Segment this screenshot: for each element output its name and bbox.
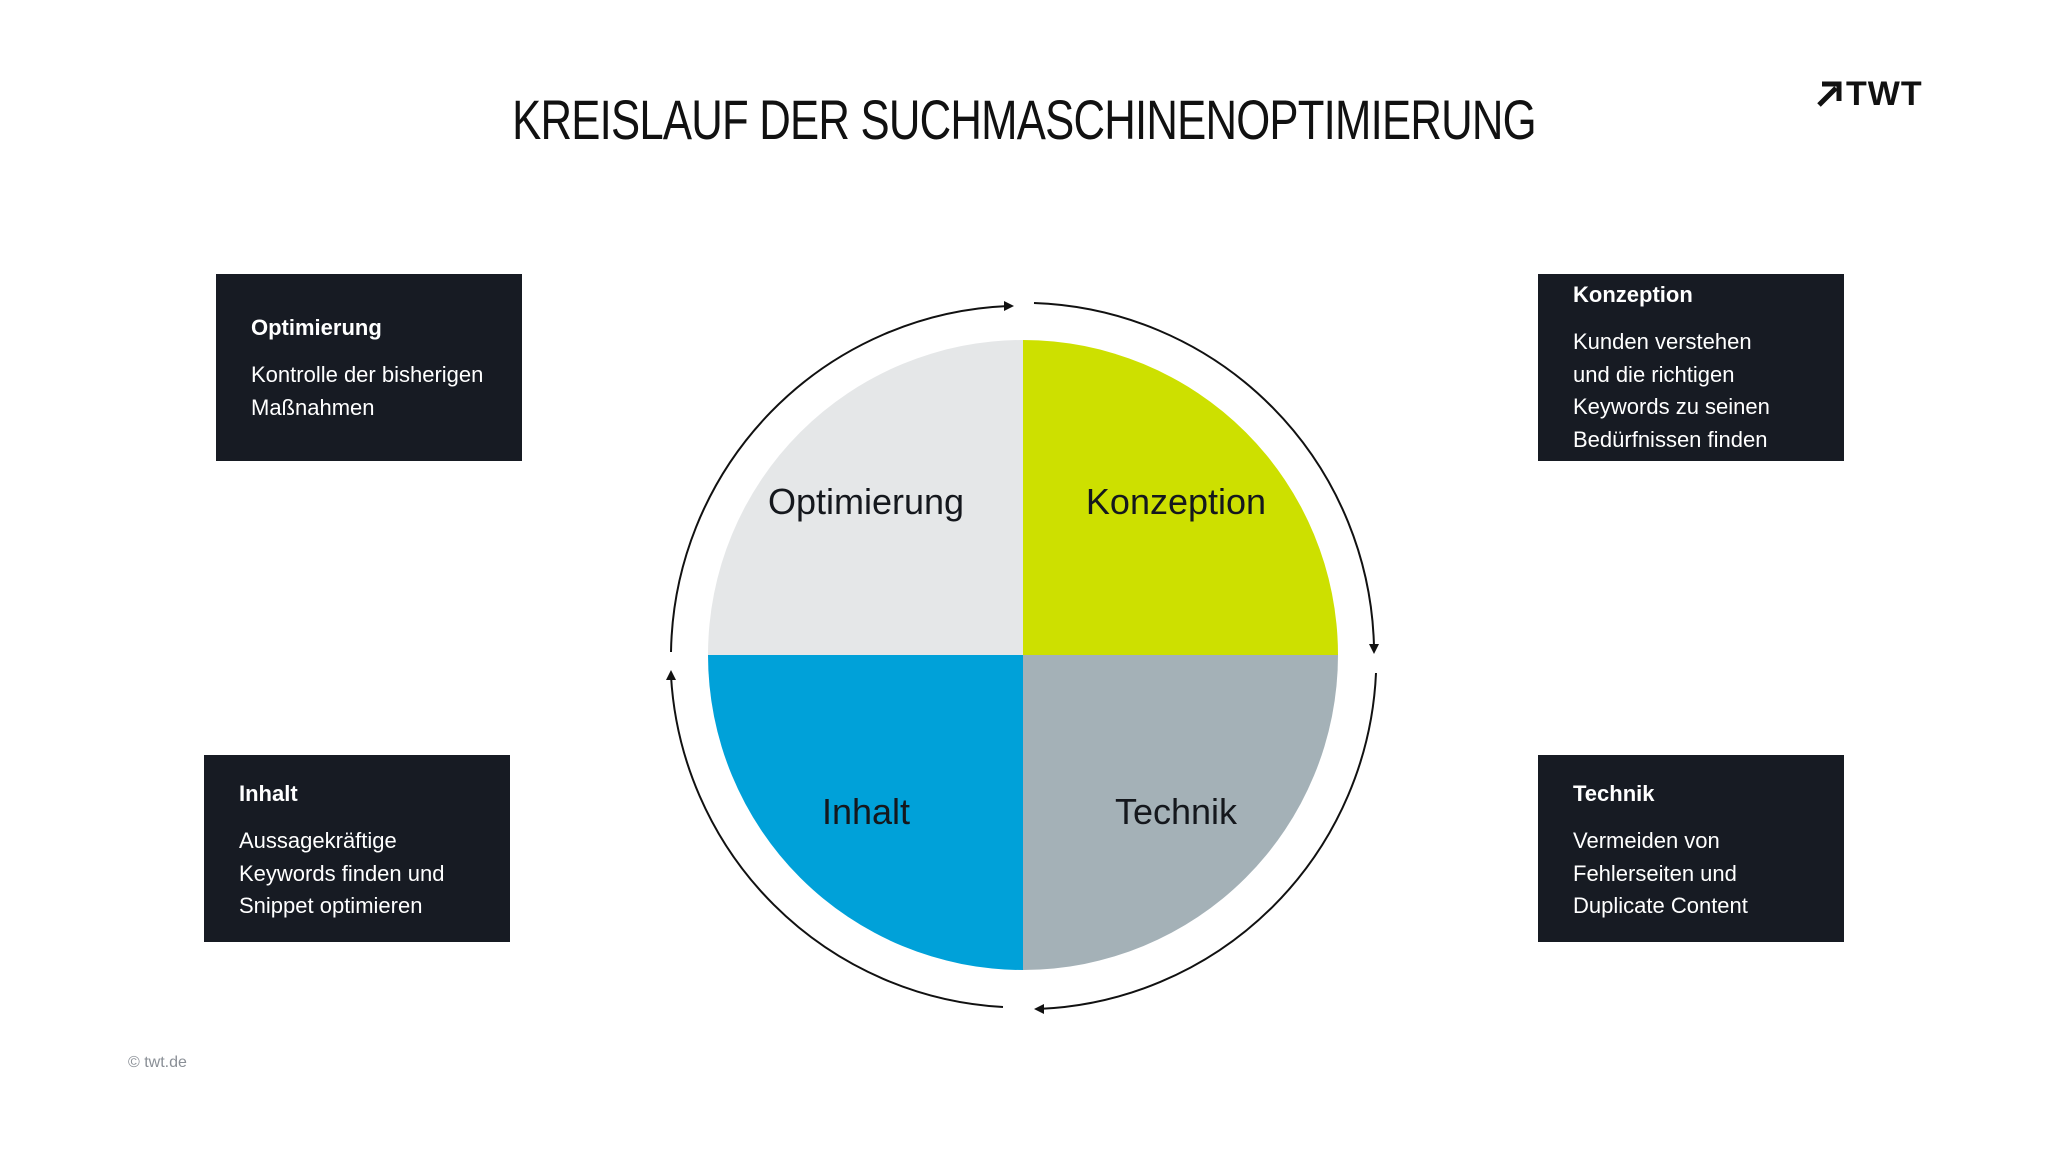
arrow-up-right-icon <box>1817 81 1842 107</box>
twt-logo: TWT <box>1814 76 1923 112</box>
quadrant-label-optimierung: Optimierung <box>768 481 964 522</box>
info-box-inhalt: Inhalt Aussagekräftige Keywords finden u… <box>204 755 510 942</box>
quadrant-label-konzeption: Konzeption <box>1086 481 1266 522</box>
copyright-note: © twt.de <box>128 1054 187 1071</box>
info-box-title: Technik <box>1573 781 1655 806</box>
quadrant-label-inhalt: Inhalt <box>822 791 910 832</box>
arrowhead-icon <box>1369 644 1379 654</box>
info-box-text: Kontrolle der bisherigen Maßnahmen <box>251 362 484 420</box>
quadrant-label-technik: Technik <box>1115 791 1238 832</box>
cycle-arc-bottom-right <box>1037 672 1377 1010</box>
info-box-optimierung: Optimierung Kontrolle der bisherigen Maß… <box>216 274 522 461</box>
cycle-arc-top-right <box>1033 302 1375 648</box>
logo-text: TWT <box>1846 75 1923 113</box>
cycle-arrowheads <box>666 301 1379 1014</box>
info-box-text: Aussagekräftige Keywords finden und Snip… <box>239 828 445 918</box>
quadrant-konzeption <box>1023 340 1338 655</box>
quadrant-technik <box>1023 655 1338 970</box>
info-box-technik: Technik Vermeiden von Fehlerseiten und D… <box>1538 755 1844 942</box>
arrowhead-icon <box>666 670 676 680</box>
info-box-konzeption: Konzeption Kunden verstehen und die rich… <box>1538 274 1844 461</box>
info-box-text: Vermeiden von Fehlerseiten und Duplicate… <box>1573 828 1748 918</box>
cycle-arrows <box>670 302 1377 1010</box>
quadrant-inhalt <box>708 655 1023 970</box>
cycle-arc-top-left <box>670 305 1009 653</box>
info-box-title: Inhalt <box>239 781 298 806</box>
quadrant-optimierung <box>708 340 1023 655</box>
info-box-title: Konzeption <box>1573 282 1693 307</box>
page-title: KREISLAUF DER SUCHMASCHINENOPTIMIERUNG <box>512 88 1536 151</box>
info-box-text: Kunden verstehen und die richtigen Keywo… <box>1573 329 1770 452</box>
info-box-title: Optimierung <box>251 315 382 340</box>
arrowhead-icon <box>1004 301 1014 311</box>
cycle-arc-bottom-left <box>670 675 1004 1008</box>
arrowhead-icon <box>1034 1004 1044 1014</box>
